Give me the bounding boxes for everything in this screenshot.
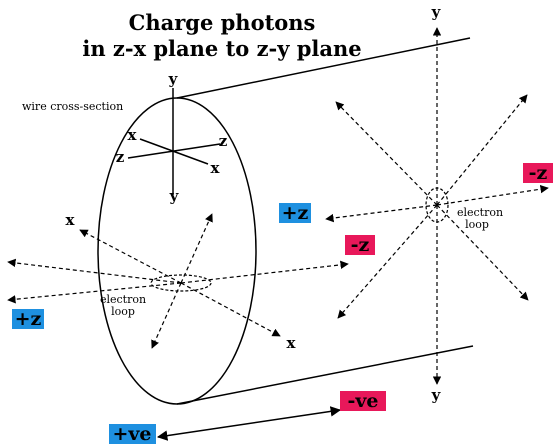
left-ray-downright xyxy=(180,282,281,337)
cs-label-z-right: z xyxy=(219,132,228,150)
wire-end-ellipse xyxy=(97,97,257,405)
tag-minus-z-right-bg xyxy=(523,163,553,183)
left-loop-label-loop: loop xyxy=(111,305,135,318)
current-direction-arrow xyxy=(156,406,342,441)
right-loop-group: y y electron loop xyxy=(325,3,549,404)
tag-plus-z-right-bg xyxy=(279,203,311,223)
right-loop-label-loop: loop xyxy=(465,218,489,231)
right-ray-upleft xyxy=(335,101,438,206)
cs-label-x-left: x xyxy=(128,126,138,144)
left-ray-left-lower xyxy=(7,282,182,304)
tag-minus-ve: -ve xyxy=(347,390,378,412)
right-loop-label-electron: electron xyxy=(457,206,503,219)
left-ray-up xyxy=(180,213,213,284)
tag-minus-z-left-bg xyxy=(345,235,375,255)
tag-plus-z-right: +z xyxy=(282,202,309,224)
left-loop-label-electron: electron xyxy=(100,293,146,306)
cs-label-y-bottom: y xyxy=(169,187,180,205)
left-ray-down xyxy=(151,282,182,349)
cross-section-axes: y y x x z z xyxy=(116,70,228,205)
left-ray-upleft xyxy=(79,229,182,284)
cs-label-z-left: z xyxy=(116,148,125,166)
wire-bottom-edge xyxy=(176,345,474,405)
right-ray-right xyxy=(436,184,549,206)
cross-section-z-axis xyxy=(127,143,221,159)
left-label-x-top: x xyxy=(66,211,76,229)
tag-minus-ve-bg xyxy=(340,391,386,411)
tag-plus-z-left: +z xyxy=(15,308,42,330)
tag-plus-z-left-bg xyxy=(12,309,44,329)
title-line-2: in z-x plane to z-y plane xyxy=(82,36,361,61)
left-ray-left-upper xyxy=(7,258,182,284)
right-ray-upright xyxy=(436,94,528,206)
left-electron-loop xyxy=(150,274,212,292)
wire-cross-section-label: wire cross-section xyxy=(22,100,123,113)
cs-label-x-right: x xyxy=(211,159,221,177)
left-ray-right xyxy=(180,260,349,284)
tag-minus-z-right: -z xyxy=(529,162,548,184)
right-label-y-top: y xyxy=(431,3,442,21)
tag-plus-ve-bg xyxy=(109,424,156,444)
left-label-x-bottom: x xyxy=(287,334,297,352)
right-ray-downright xyxy=(436,204,529,301)
tag-minus-z-left: -z xyxy=(351,234,370,256)
right-ray-downleft xyxy=(337,204,438,319)
title-line-1: Charge photons xyxy=(129,10,316,35)
wire-top-edge xyxy=(176,37,471,99)
tag-plus-ve: +ve xyxy=(112,423,151,445)
right-ray-left xyxy=(325,204,438,223)
right-label-y-bottom: y xyxy=(431,386,442,404)
wire-cylinder xyxy=(97,37,474,405)
cs-label-y-top: y xyxy=(168,70,179,88)
left-loop-group: x x electron loop xyxy=(7,211,349,352)
